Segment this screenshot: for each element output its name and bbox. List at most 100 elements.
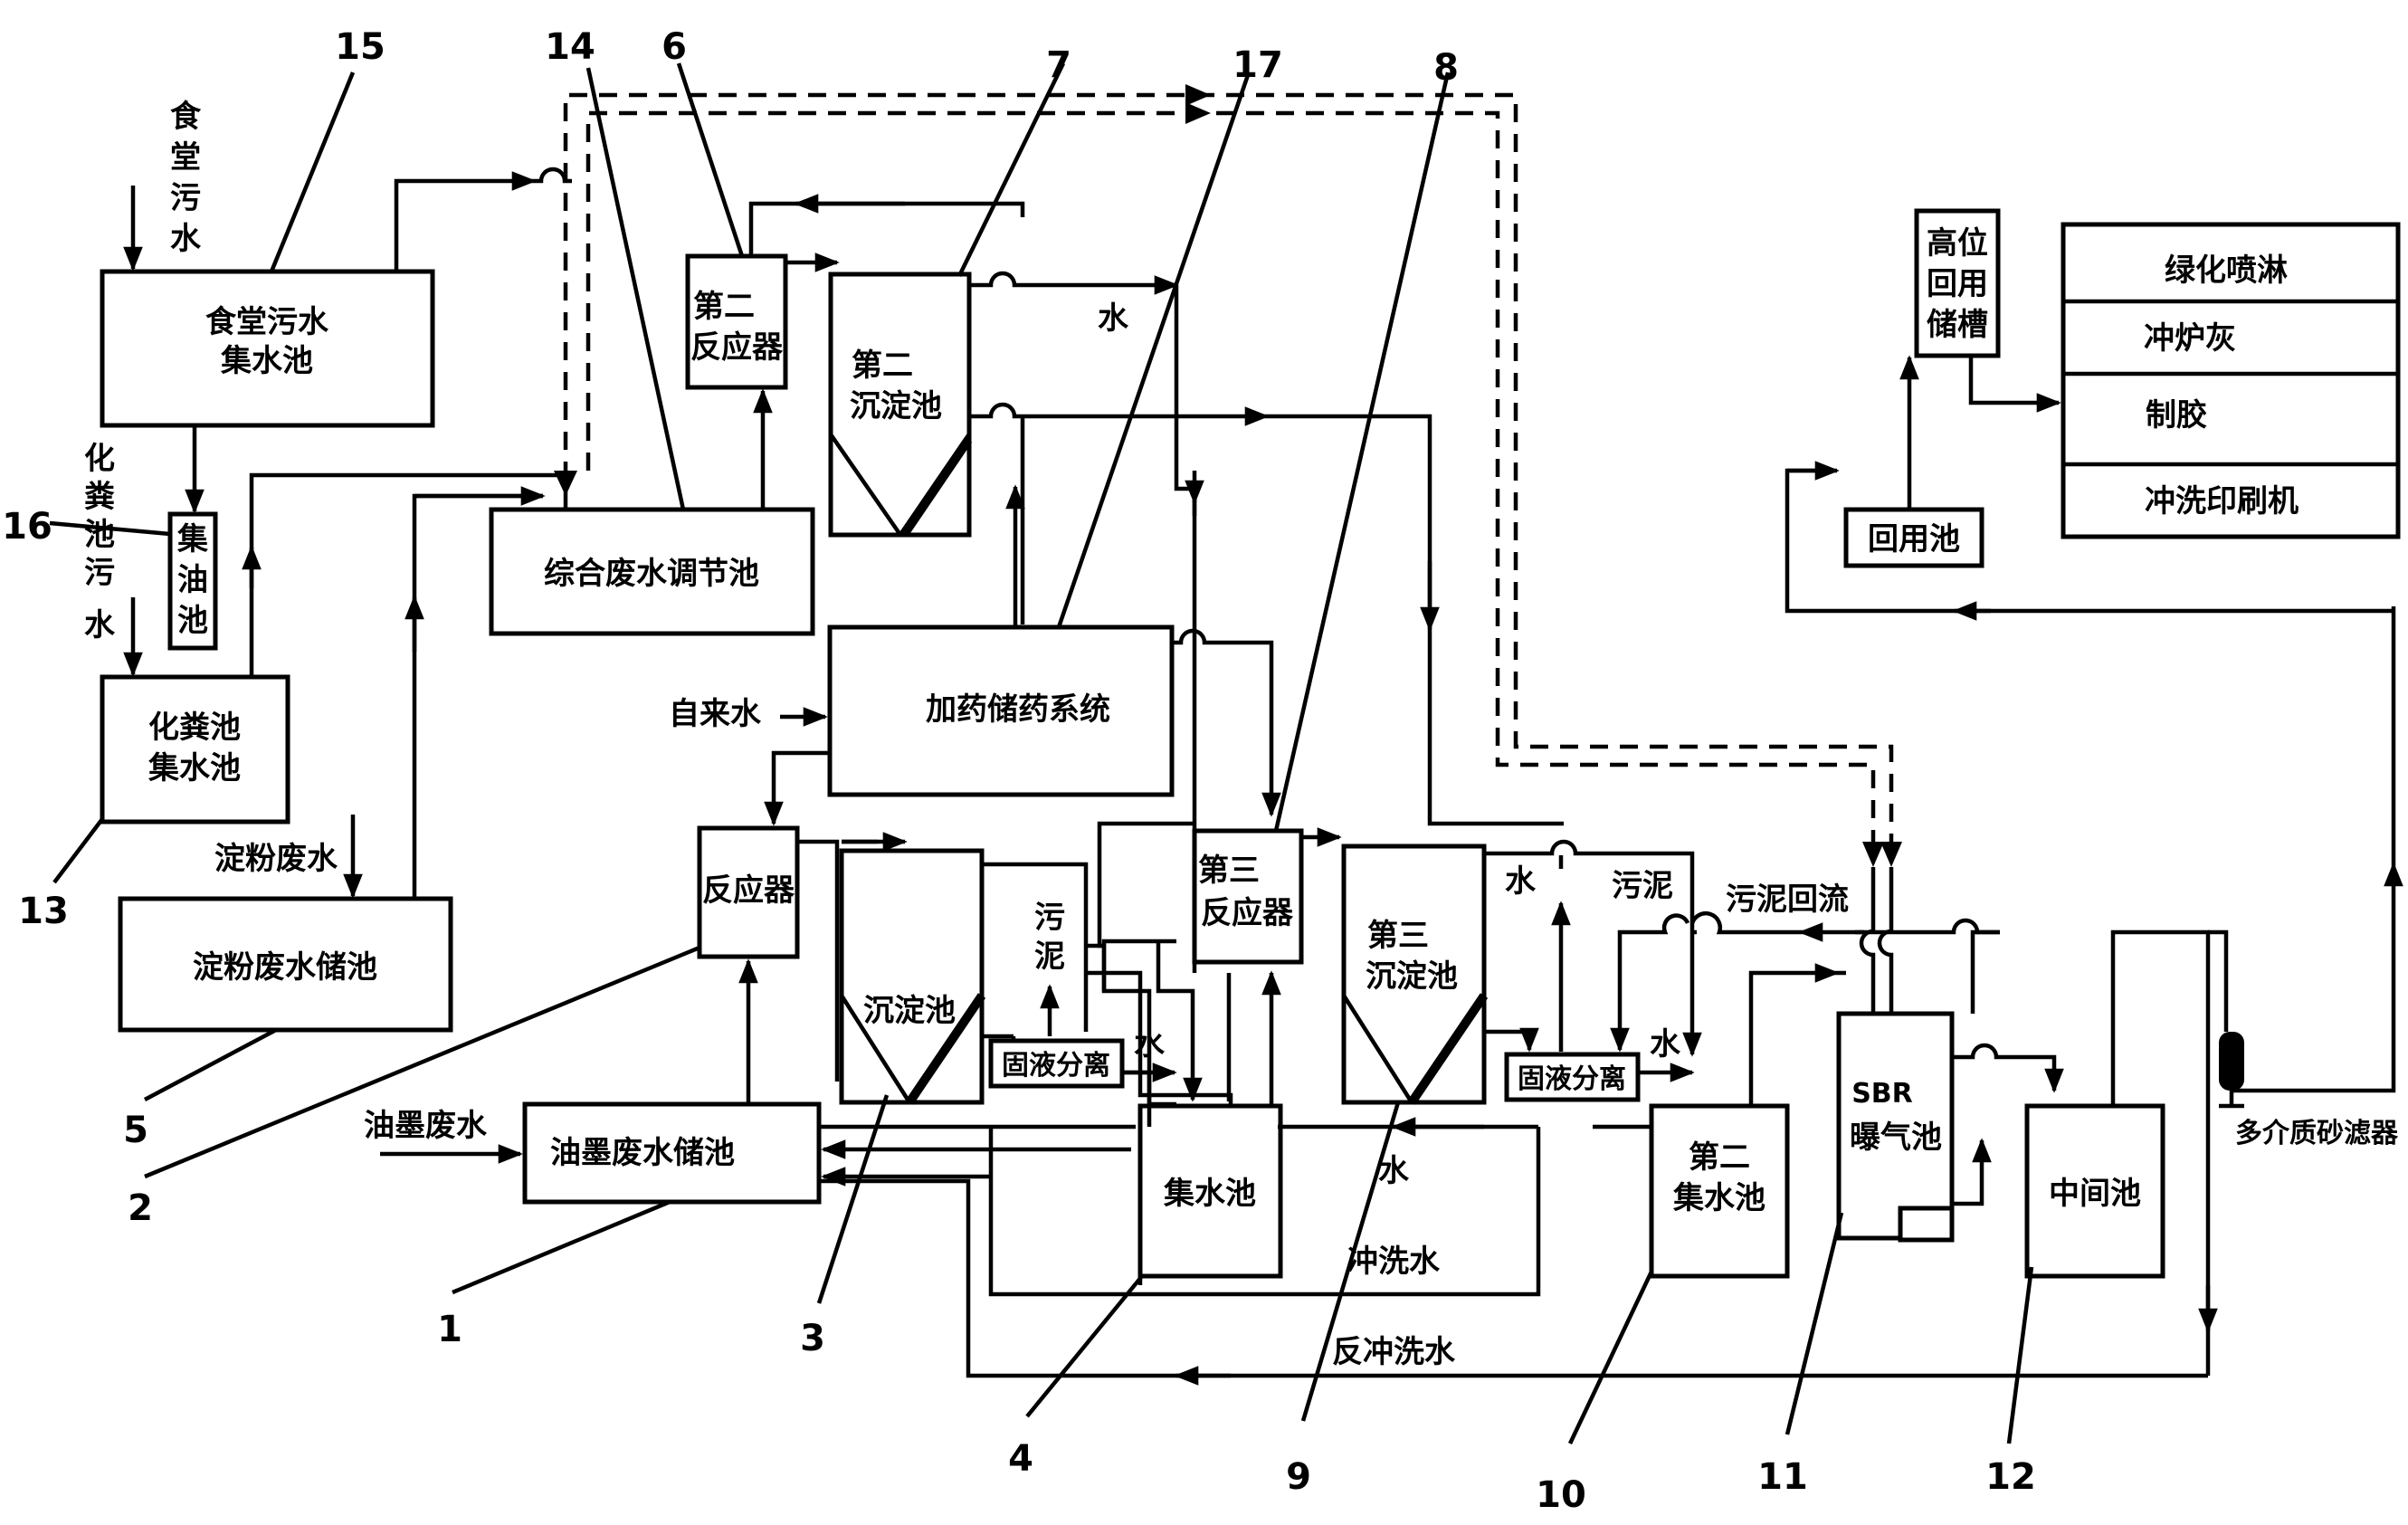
third-settling-tank-label-1: 第三	[1367, 918, 1429, 954]
combined-adjustment-tank-label: 综合废水调节池	[544, 556, 759, 592]
use-greening-spray: 绿化喷淋	[2165, 253, 2288, 289]
second-collection-pool-label-2: 集水池	[1672, 1180, 1766, 1216]
solid-liquid-separation-2-box	[1504, 1052, 1641, 1102]
second-settling-tank-label-1: 第二	[852, 348, 913, 384]
callout-17: 17	[1233, 44, 1283, 86]
flush-water-label: 冲洗水	[1347, 1244, 1441, 1280]
reactor-box	[697, 825, 800, 959]
solid-liquid-separation-1-label: 固液分离	[1002, 1050, 1110, 1082]
use-flush-printer: 冲洗印刷机	[2145, 483, 2299, 519]
callout-15: 15	[335, 26, 385, 68]
sbr-tank-label-1: SBR	[1851, 1078, 1913, 1110]
reactor-label: 反应器	[702, 872, 795, 909]
callout-7: 7	[1046, 44, 1071, 86]
oil-separation-tank-label-2: 油	[177, 562, 208, 598]
callout-9: 9	[1286, 1456, 1311, 1498]
starch-wastewater-tank-box	[118, 896, 453, 1033]
use-glue-making: 制胶	[2146, 397, 2207, 434]
filter-body	[2219, 1032, 2244, 1091]
canteen-wastewater-inflow-label-4: 水	[170, 221, 202, 257]
callout-4: 4	[1008, 1438, 1033, 1480]
tap-water-label: 自来水	[669, 696, 762, 732]
oil-separation-tank-label-1: 集	[176, 521, 208, 558]
third-reactor-label-1: 第三	[1198, 853, 1260, 889]
sbr-tank-notch	[1898, 1206, 1955, 1243]
second-reactor-label-1: 第二	[693, 289, 755, 325]
sludge-vertical-label-1: 污	[1034, 900, 1065, 936]
sludge-return-label: 污泥回流	[1726, 882, 1849, 918]
callout-11: 11	[1757, 1456, 1808, 1498]
oil-separation-tank-box	[167, 511, 218, 651]
intermediate-pool-box	[2024, 1103, 2165, 1279]
settling-tank-label: 沉淀池	[863, 993, 956, 1029]
dosing-system-box	[827, 624, 1175, 797]
callout-10: 10	[1536, 1474, 1586, 1516]
backwash-water-label: 反冲洗水	[1332, 1334, 1456, 1370]
callout-13: 13	[18, 891, 69, 932]
septic-wastewater-label-1: 化	[84, 441, 115, 477]
settling-tank-box	[839, 848, 985, 1105]
canteen-wastewater-pool-label-2: 集水池	[220, 343, 313, 379]
ink-wastewater-tank-label: 油墨废水储池	[550, 1135, 735, 1171]
uses-box	[2061, 222, 2401, 539]
water-label-1: 水	[1098, 300, 1129, 337]
third-settling-tank-label-2: 沉淀池	[1366, 958, 1458, 995]
solid-liquid-separation-2-label: 固液分离	[1518, 1063, 1626, 1095]
septic-wastewater-label-3: 池	[84, 517, 115, 553]
collection-pool-box	[1137, 1103, 1283, 1279]
water-label-5: 水	[1650, 1026, 1681, 1063]
third-reactor-box	[1192, 828, 1304, 965]
collection-pool-label: 集水池	[1163, 1176, 1256, 1212]
callout-6: 6	[661, 26, 687, 68]
canteen-wastewater-inflow-label-2: 堂	[170, 139, 201, 176]
septic-wastewater-label-2: 粪	[84, 479, 115, 515]
third-reactor-label-2: 反应器	[1201, 895, 1294, 931]
callout-1: 1	[437, 1309, 462, 1350]
starch-wastewater-label: 淀粉废水	[214, 841, 338, 877]
water-label-3: 水	[1378, 1153, 1410, 1189]
high-reuse-tank-label-1: 高位	[1927, 225, 1988, 262]
sbr-tank-box	[1836, 1011, 1955, 1241]
sludge-vertical-label-2: 泥	[1034, 939, 1065, 975]
starch-wastewater-tank-label: 淀粉废水储池	[193, 949, 377, 986]
filter-label: 多介质砂滤器	[2235, 1118, 2399, 1149]
septic-wastewater-label-5: 水	[84, 607, 116, 643]
canteen-wastewater-inflow-label-1: 食	[170, 99, 202, 135]
oil-separation-tank-label-3: 池	[177, 603, 208, 639]
callout-16: 16	[2, 506, 52, 548]
third-settling-tank-box	[1341, 844, 1487, 1105]
reuse-pool-box	[1843, 507, 1984, 568]
callout-8: 8	[1433, 47, 1459, 89]
solid-liquid-separation-1-box	[988, 1038, 1125, 1089]
second-collection-pool-box	[1649, 1103, 1790, 1279]
canteen-wastewater-pool-box	[100, 269, 435, 428]
septic-tank-pool-label-2: 集水池	[148, 750, 241, 786]
sludge-label: 污泥	[1612, 868, 1673, 904]
sbr-tank-label-2: 曝气池	[1850, 1120, 1942, 1156]
high-reuse-tank-box	[1914, 208, 2001, 358]
second-settling-tank-box	[828, 272, 972, 538]
second-collection-pool-label-1: 第二	[1689, 1139, 1750, 1176]
callout-14: 14	[545, 26, 595, 68]
canteen-wastewater-inflow-label-3: 污	[170, 180, 201, 216]
reuse-pool-label: 回用池	[1868, 521, 1960, 558]
second-settling-tank-label-2: 沉淀池	[850, 388, 942, 424]
ink-wastewater-label: 油墨废水	[364, 1108, 488, 1144]
intermediate-pool-label: 中间池	[2049, 1176, 2141, 1212]
septic-tank-pool-label-1: 化粪池	[148, 710, 241, 746]
dosing-system-label: 加药储药系统	[926, 691, 1110, 728]
use-flush-ash: 冲炉灰	[2144, 320, 2236, 357]
second-reactor-box	[685, 253, 788, 390]
canteen-wastewater-pool-label-1: 食堂污水	[205, 304, 329, 340]
second-reactor-label-2: 反应器	[690, 329, 784, 366]
water-label-4: 水	[1505, 863, 1537, 900]
callout-5: 5	[123, 1110, 148, 1151]
callout-2: 2	[128, 1187, 153, 1229]
septic-tank-pool-box	[100, 674, 290, 824]
combined-adjustment-tank-box	[489, 507, 815, 636]
high-reuse-tank-label-3: 储槽	[1927, 307, 1988, 343]
septic-wastewater-label-4: 污	[84, 555, 115, 591]
high-reuse-tank-label-2: 回用	[1927, 266, 1988, 302]
ink-wastewater-tank-box	[522, 1101, 822, 1205]
